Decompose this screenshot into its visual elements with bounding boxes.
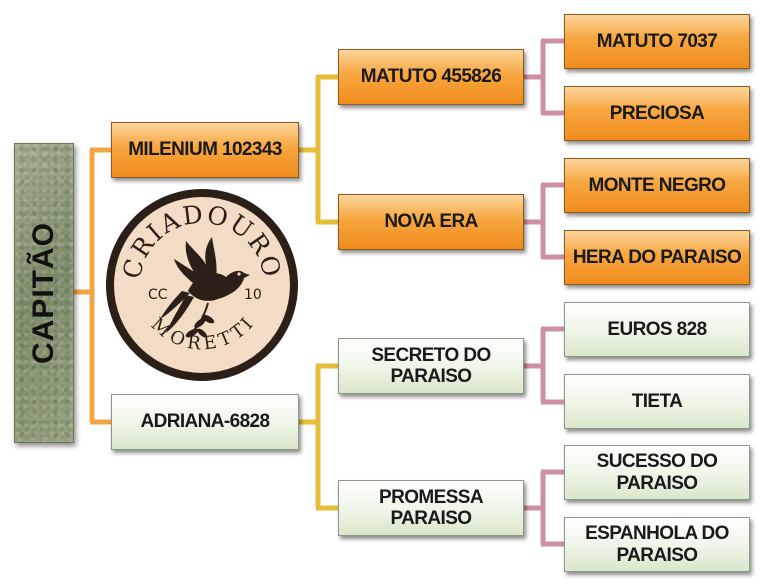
great-grandparent-box-5: EUROS 828 (564, 302, 750, 357)
olive-branch-icon (185, 302, 215, 338)
dam-box: ADRIANA-6828 (111, 394, 299, 450)
logo-right-text: 10 (244, 287, 262, 303)
sire-box: MILENIUM 102343 (111, 122, 299, 178)
great-grandparent-box-7: SUCESSO DO PARAISO (564, 445, 750, 500)
connector-gen3 (524, 38, 564, 547)
root-bird-name: CAPITÃO (27, 222, 60, 364)
connector-gen1 (72, 147, 111, 425)
root-bird-box: CAPITÃO (14, 143, 74, 443)
great-grandparent-box-6: TIETA (564, 374, 750, 429)
great-grandparent-box-4: HERA DO PARAISO (564, 230, 750, 285)
logo-left-text: CC (148, 287, 168, 303)
paternal-grandsire-box: MATUTO 455826 (338, 49, 524, 105)
great-grandparent-box-8: ESPANHOLA DO PARAISO (564, 517, 750, 572)
breeder-logo: CRIADOURO MORETTI CC 10 (106, 189, 298, 381)
great-grandparent-box-3: MONTE NEGRO (564, 158, 750, 213)
bird-icon (160, 237, 250, 333)
maternal-granddam-box: PROMESSA PARAISO (338, 480, 524, 536)
great-grandparent-box-2: PRECIOSA (564, 86, 750, 141)
great-grandparent-box-1: MATUTO 7037 (564, 14, 750, 69)
connector-gen2 (299, 74, 338, 511)
paternal-granddam-box: NOVA ERA (338, 194, 524, 250)
maternal-grandsire-box: SECRETO DO PARAISO (338, 338, 524, 394)
